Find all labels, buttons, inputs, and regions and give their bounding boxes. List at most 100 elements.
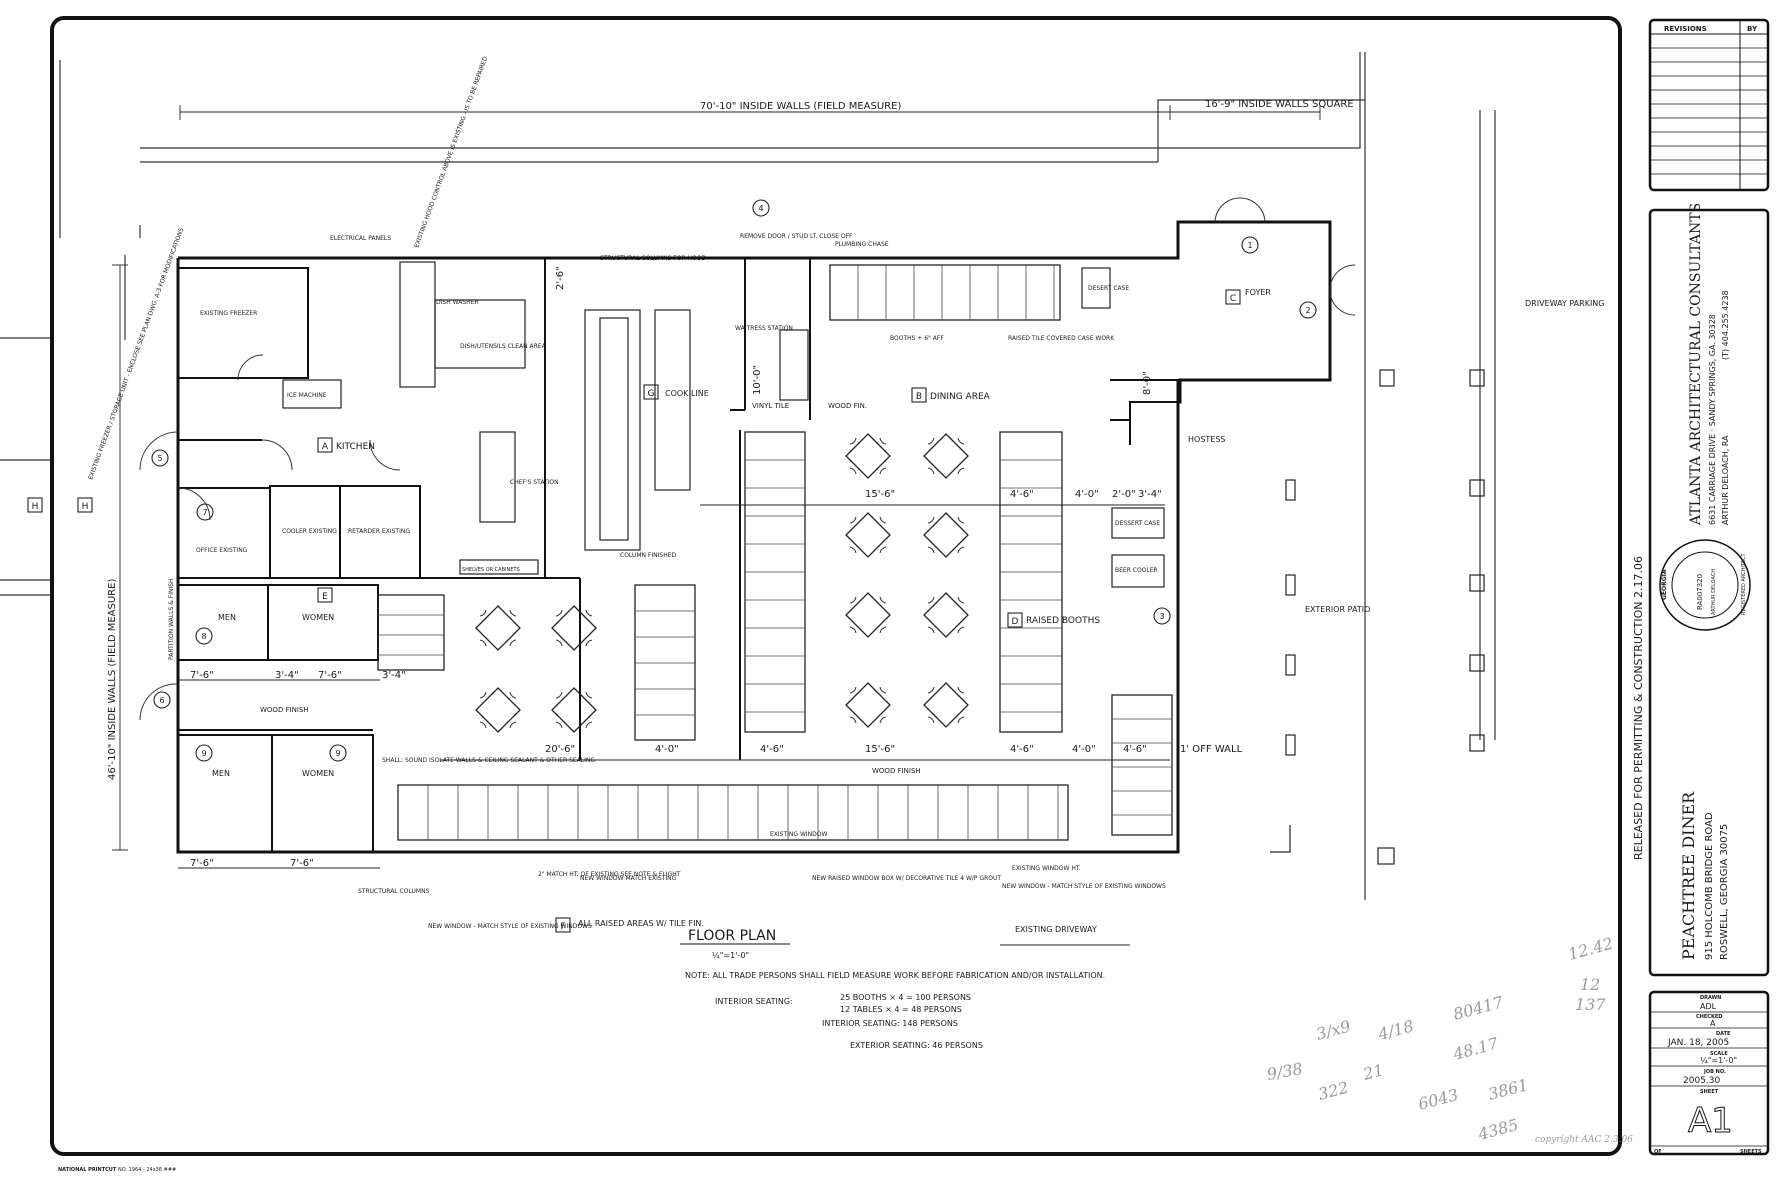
drawn-label: DRAWN	[1700, 995, 1721, 1001]
door-9b: 9	[335, 749, 340, 758]
dim-2-6: 2'-6"	[555, 266, 566, 290]
dim-4-0c: 4'-0"	[1075, 489, 1099, 500]
pencil-7: 48.17	[1450, 1033, 1501, 1064]
dish-table	[434, 299, 526, 369]
label-retarder: RETARDER EXISTING	[348, 528, 410, 535]
note-line-2: 12 TABLES × 4 = 48 PERSONS	[840, 1005, 962, 1014]
pencil-scribbles: 9/38 3/x9 322 21 4/18 80417 48.17 6043 3…	[1265, 934, 1615, 1144]
label-wood-finish-1: WOOD FINISH	[260, 706, 309, 714]
scale-label: SCALE	[1710, 1051, 1728, 1057]
hood	[599, 317, 629, 541]
dessert-case-2	[1111, 507, 1165, 539]
ice-machine-box	[282, 379, 342, 409]
booth-column-3	[999, 431, 1063, 733]
booth-row-bottom	[397, 784, 1069, 841]
label-raised-tile: RAISED TILE COVERED CASE WORK	[1008, 335, 1115, 342]
table-with-chairs	[923, 433, 969, 479]
pencil-8: 6043	[1416, 1085, 1460, 1114]
dim-3-4b: 3'-4"	[382, 670, 406, 681]
label-women-1: WOMEN	[302, 613, 334, 622]
project-address-1: 915 HOLCOMB BRIDGE ROAD	[1704, 812, 1715, 960]
label-ice-machine: ICE MACHINE	[287, 392, 327, 399]
dim-10-0: 10'-0"	[752, 365, 763, 395]
label-dish-utensils: DISH/UTENSILS CLEAN AREA	[460, 343, 547, 350]
firm-name: ATLANTA ARCHITECTURAL CONSULTANTS	[1688, 203, 1704, 526]
label-men-1: MEN	[218, 613, 236, 622]
door-1: 1	[1247, 241, 1252, 250]
checked-label: CHECKED	[1696, 1014, 1722, 1020]
label-new-window-existing: NEW WINDOW MATCH EXISTING	[580, 875, 677, 882]
label-electrical-panels: ELECTRICAL PANELS	[330, 235, 391, 242]
dim-15-6b: 15'-6"	[865, 489, 895, 500]
table-with-chairs	[845, 512, 891, 558]
label-freezer: EXISTING FREEZER	[200, 310, 257, 317]
dim-width: 70'-10" INSIDE WALLS (FIELD MEASURE)	[700, 101, 901, 112]
label-shelves: SHELVES OR CABINETS	[462, 567, 520, 573]
copyright-note: copyright AAC 2.3.06	[1535, 1135, 1633, 1145]
cook-line-counter	[584, 309, 641, 551]
label-partition: PARTITION WALLS & FINISH	[168, 578, 175, 660]
pencil-11: 12.42	[1566, 934, 1615, 964]
label-new-raised-window: NEW RAISED WINDOW BOX W/ DECORATIVE TILE…	[812, 875, 1001, 882]
pencil-6: 80417	[1451, 992, 1506, 1024]
dim-depth: 46'-10" INSIDE WALLS (FIELD MEASURE)	[107, 579, 118, 780]
dim-7-6c: 7'-6"	[190, 858, 214, 869]
scale-value: ¼"=1'-0"	[1700, 1056, 1737, 1065]
label-kitchen: KITCHEN	[336, 442, 375, 452]
dim-1-off: 1' OFF WALL	[1180, 744, 1243, 755]
booth-dividers	[378, 265, 1172, 840]
table-with-chairs	[475, 605, 521, 651]
site-lines	[0, 52, 1496, 900]
sheet-label: SHEET	[1700, 1089, 1719, 1095]
table-with-chairs	[551, 605, 597, 651]
checked-value: A	[1710, 1019, 1716, 1028]
firm-address-1: 6631 CARRIAGE DRIVE · SANDY SPRINGS, GA.…	[1708, 314, 1717, 525]
table-with-chairs	[923, 682, 969, 728]
interior-walls	[177, 258, 1181, 853]
beer-cooler	[1111, 554, 1165, 588]
revisions-label: REVISIONS	[1664, 25, 1707, 33]
tag-f: F	[560, 922, 565, 932]
dessert-case	[1081, 267, 1111, 309]
tag-b: B	[916, 392, 922, 402]
table-with-chairs	[475, 687, 521, 733]
booth-column-left	[377, 594, 445, 671]
booth-column-1	[634, 584, 696, 741]
of-label: OF	[1654, 1149, 1662, 1155]
paper-code: NO. 1964 - 24x36 ###	[118, 1167, 176, 1173]
dim-20-6: 20'-6"	[545, 744, 575, 755]
label-waitress-station: WAITRESS STATION	[735, 325, 793, 332]
door-9a: 9	[201, 749, 206, 758]
label-remove-door: REMOVE DOOR / STUD LT. CLOSE OFF	[740, 233, 853, 240]
released-note: RELEASED FOR PERMITTING & CONSTRUCTION 2…	[1632, 556, 1645, 860]
door-2: 2	[1305, 306, 1310, 315]
label-stud-note: 2" MATCH HT. OF EXISTING SEE NOTE & FLIG…	[538, 871, 681, 878]
tag-d: D	[1012, 617, 1019, 627]
firm-phone: (T) 404.255.4238	[1721, 290, 1730, 360]
label-dish-washer: DISH WASHER	[436, 299, 479, 306]
booth-column-4	[1111, 694, 1173, 836]
label-new-window-match: NEW WINDOW - MATCH STYLE OF EXISTING WIN…	[428, 923, 592, 930]
label-booths-6: BOOTHS + 6" AFF	[890, 335, 944, 342]
dim-3-4a: 3'-4"	[275, 670, 299, 681]
dim-4-6d: 4'-6"	[1010, 489, 1034, 500]
job-value: 2005.30	[1683, 1076, 1720, 1086]
dim-2-0: 2'-0"	[1112, 489, 1136, 500]
seal-top: GEORGIA	[1661, 569, 1668, 600]
building-walls	[176, 220, 1332, 854]
label-column-finished: COLUMN FINISHED	[620, 552, 677, 559]
chefs-station-table	[479, 431, 516, 523]
label-women-2: WOMEN	[302, 769, 334, 778]
dim-4-0b: 4'-0"	[1072, 744, 1096, 755]
note-main: NOTE: ALL TRADE PERSONS SHALL FIELD MEAS…	[685, 971, 1105, 980]
date-label: DATE	[1716, 1031, 1731, 1037]
by-label: BY	[1747, 25, 1758, 33]
seal-number: RA007320	[1696, 574, 1704, 610]
label-men-2: MEN	[212, 769, 230, 778]
sheets-label: SHEETS	[1740, 1149, 1762, 1155]
tag-g: G	[648, 389, 655, 399]
booth-rows	[377, 264, 1173, 841]
door-4: 4	[758, 204, 763, 213]
label-foyer: FOYER	[1245, 288, 1271, 297]
